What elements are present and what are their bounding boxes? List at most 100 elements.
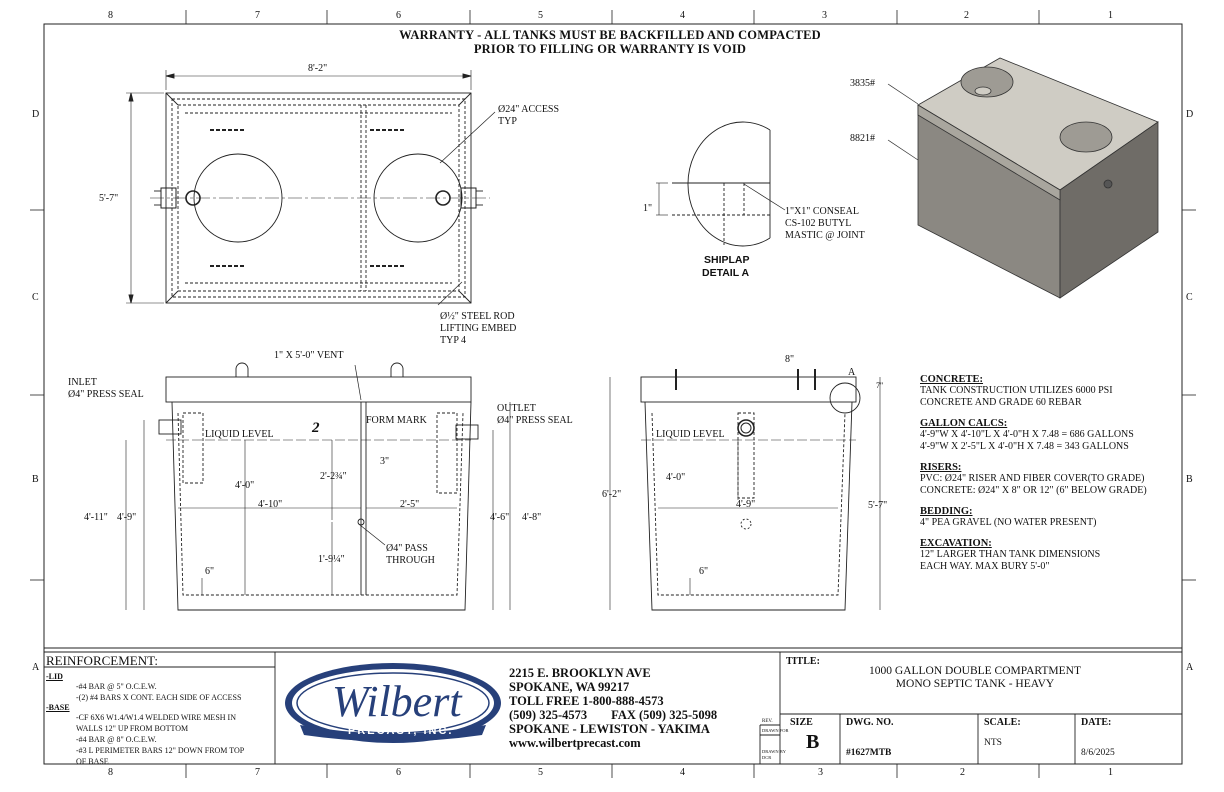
- plan-width-dim: 8'-2": [308, 63, 328, 74]
- note-line: 12" LARGER THAN TANK DIMENSIONS: [920, 549, 1101, 560]
- company-web: www.wilbertprecast.com: [509, 736, 641, 750]
- row-label: D: [32, 109, 40, 120]
- reinforcement-title: REINFORCEMENT:: [46, 653, 159, 668]
- note-heading: GALLON CALCS:: [920, 418, 1008, 429]
- wilbert-logo: [285, 663, 501, 743]
- note-line: EACH WAY. MAX BURY 5'-0": [920, 561, 1050, 572]
- warranty-line-2: PRIOR TO FILLING OR WARRANTY IS VOID: [473, 42, 747, 56]
- company-address-2: SPOKANE, WA 99217: [509, 680, 630, 694]
- reinforcement-lid-line: -#4 BAR @ 5" O.C.E.W.: [76, 682, 157, 691]
- reinforcement-block: REINFORCEMENT: -LID -#4 BAR @ 5" O.C.E.W…: [46, 653, 274, 767]
- sheet-border: [43, 23, 1183, 765]
- end-liquid-level: LIQUID LEVEL: [656, 429, 725, 440]
- row-label: B: [32, 474, 39, 485]
- note-section: BEDDING:4" PEA GRAVEL (NO WATER PRESENT): [920, 506, 1182, 529]
- col-label: 5: [538, 767, 543, 778]
- reinforcement-lid-line: -(2) #4 BARS X CONT. EACH SIDE OF ACCESS: [76, 693, 242, 702]
- row-label: C: [32, 292, 39, 303]
- shiplap-callout-2: CS-102 BUTYL: [785, 218, 852, 229]
- scale-label: SCALE:: [984, 717, 1021, 728]
- end-detail-dim: 7": [876, 381, 884, 390]
- dim-first-compartment: 4'-10": [258, 499, 283, 510]
- form-mark-label: FORM MARK: [366, 415, 427, 426]
- dwg-label: DWG. NO.: [846, 717, 894, 728]
- col-label: 6: [396, 10, 401, 21]
- inlet-label-2: Ø4" PRESS SEAL: [68, 389, 144, 400]
- note-line: CONCRETE AND GRADE 60 REBAR: [920, 397, 1082, 408]
- dim-front-floor: 6": [205, 566, 215, 577]
- note-heading: EXCAVATION:: [920, 538, 992, 549]
- note-line: CONCRETE: Ø24" X 8" OR 12" (6" BELOW GRA…: [920, 485, 1147, 496]
- company-info: 2215 E. BROOKLYN AVE SPOKANE, WA 99217 T…: [509, 666, 717, 750]
- dim-liquid-depth: 4'-9": [117, 512, 137, 523]
- pass-through-label-1: Ø4" PASS: [386, 543, 428, 554]
- row-label: A: [1186, 662, 1194, 673]
- company-phone: (509) 325-4573: [509, 708, 588, 722]
- warranty-line-1: WARRANTY - ALL TANKS MUST BE BACKFILLED …: [399, 28, 821, 42]
- pass-through-label-2: THROUGH: [386, 555, 435, 566]
- row-label: D: [1186, 109, 1194, 120]
- shiplap-detail: [656, 121, 786, 247]
- row-label: C: [1186, 292, 1193, 303]
- dim-inlet-height: 4'-11": [84, 512, 108, 523]
- drawn-by-label: DRAWN BY: [762, 749, 787, 754]
- company-cities: SPOKANE - LEWISTON - YAKIMA: [509, 722, 710, 736]
- shiplap-callout-3: MASTIC @ JOINT: [785, 230, 865, 241]
- dim-wall-gap: 3": [380, 456, 390, 467]
- col-label: 4: [680, 767, 685, 778]
- note-section: GALLON CALCS:4'-9"W X 4'-10"L X 4'-0"H X…: [920, 418, 1182, 453]
- dim-liquid-to-floor: 4'-0": [235, 480, 255, 491]
- reinforcement-base-line: -CF 6X6 W1.4/W1.4 WELDED WIRE MESH IN: [76, 713, 236, 722]
- iso-weight-base: 8821#: [850, 133, 875, 144]
- drawn-for-label: DRAWN FOR: [762, 728, 789, 733]
- drawn-by: DCR: [762, 755, 772, 760]
- lifting-callout-1: Ø½" STEEL ROD: [440, 311, 515, 322]
- reinforcement-base-line: OF BASE: [76, 757, 109, 766]
- notes-block: CONCRETE:TANK CONSTRUCTION UTILIZES 6000…: [920, 374, 1182, 582]
- date-value: 8/6/2025: [1081, 748, 1115, 758]
- note-heading: BEDDING:: [920, 506, 973, 517]
- dim-baffle-offset: 2'-2¾": [320, 471, 347, 482]
- rev-label: REV.: [762, 719, 773, 724]
- col-label: 5: [538, 10, 543, 21]
- shiplap-dim: 1": [643, 203, 653, 214]
- date-label: DATE:: [1081, 717, 1112, 728]
- outlet-label-1: OUTLET: [497, 403, 536, 414]
- shiplap-title-2: DETAIL A: [702, 267, 750, 279]
- col-label: 6: [396, 767, 401, 778]
- reinforcement-base-line: -#4 BAR @ 8" O.C.E.W.: [76, 735, 157, 744]
- end-dim-floor: 6": [699, 566, 709, 577]
- lifting-callout-2: LIFTING EMBED: [440, 323, 517, 334]
- end-detail-mark: A: [848, 367, 856, 378]
- size-value: B: [806, 731, 820, 753]
- reinforcement-base-line: WALLS 12" UP FROM BOTTOM: [76, 724, 189, 733]
- notes-list: CONCRETE:TANK CONSTRUCTION UTILIZES 6000…: [920, 374, 1182, 573]
- company-tollfree: TOLL FREE 1-800-888-4573: [509, 694, 664, 708]
- note-line: PVC: Ø24" RISER AND FIBER COVER(TO GRADE…: [920, 473, 1145, 484]
- col-label: 4: [680, 10, 685, 21]
- dwg-number: #1627MTB: [846, 748, 892, 758]
- note-line: 4'-9"W X 4'-10"L X 4'-0"H X 7.48 = 686 G…: [920, 429, 1134, 440]
- col-label: 3: [818, 767, 823, 778]
- col-label: 1: [1108, 10, 1113, 21]
- end-dim-overall-height: 6'-2": [602, 489, 622, 500]
- row-label: B: [1186, 474, 1193, 485]
- col-label: 1: [1108, 767, 1113, 778]
- end-dim-liquid-depth: 4'-0": [666, 472, 686, 483]
- dim-overall-height: 4'-8": [522, 512, 542, 523]
- front-section: [125, 362, 511, 611]
- plan-depth-dim: 5'-7": [99, 193, 119, 204]
- logo-subtitle: PRECAST, INC.: [348, 725, 454, 737]
- logo-wordmark: Wilbert: [332, 677, 462, 726]
- note-line: TANK CONSTRUCTION UTILIZES 6000 PSI: [920, 385, 1113, 396]
- shiplap-title-1: SHIPLAP: [704, 254, 750, 266]
- form-mark-symbol: 2: [312, 420, 320, 436]
- vent-label: 1" X 5'-0" VENT: [274, 350, 344, 361]
- shiplap-callout-1: 1"X1" CONSEAL: [785, 206, 859, 217]
- zone-ticks: [30, 10, 1196, 778]
- dim-outlet-height: 4'-6": [490, 512, 510, 523]
- inlet-label-1: INLET: [68, 377, 97, 388]
- col-label: 7: [255, 767, 260, 778]
